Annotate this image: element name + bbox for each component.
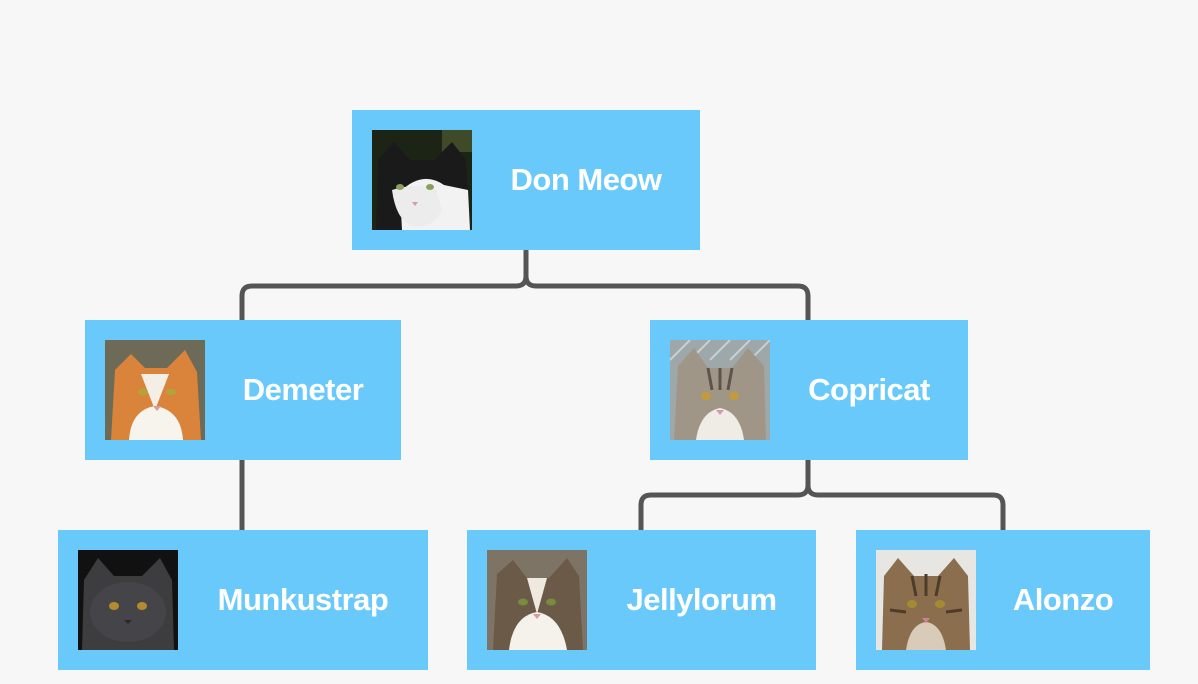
node-jellylorum[interactable]: Jellylorum xyxy=(467,530,816,670)
brown-tabby-cat-photo xyxy=(876,550,976,650)
node-demeter[interactable]: Demeter xyxy=(85,320,401,460)
calico-cat-photo xyxy=(487,550,587,650)
connector-don-demeter xyxy=(239,250,529,320)
grey-tabby-cat-photo xyxy=(670,340,770,440)
connector-copricat-alonzo xyxy=(805,484,1006,530)
node-name: Munkustrap xyxy=(217,582,389,617)
connector-don-copricat xyxy=(523,275,811,320)
node-name: Jellylorum xyxy=(626,582,777,617)
node-don-meow[interactable]: Don Meow xyxy=(352,110,700,250)
node-name: Copricat xyxy=(808,372,930,407)
node-copricat[interactable]: Copricat xyxy=(650,320,968,460)
grey-cat-photo xyxy=(78,550,178,650)
orange-white-cat-photo xyxy=(105,340,205,440)
node-munkustrap[interactable]: Munkustrap xyxy=(58,530,428,670)
connector-copricat-jellylorum xyxy=(638,460,811,530)
node-name: Alonzo xyxy=(1012,582,1114,617)
black-white-cat-photo xyxy=(372,130,472,230)
node-name: Don Meow xyxy=(510,162,663,197)
node-alonzo[interactable]: Alonzo xyxy=(856,530,1150,670)
node-name: Demeter xyxy=(242,372,364,407)
